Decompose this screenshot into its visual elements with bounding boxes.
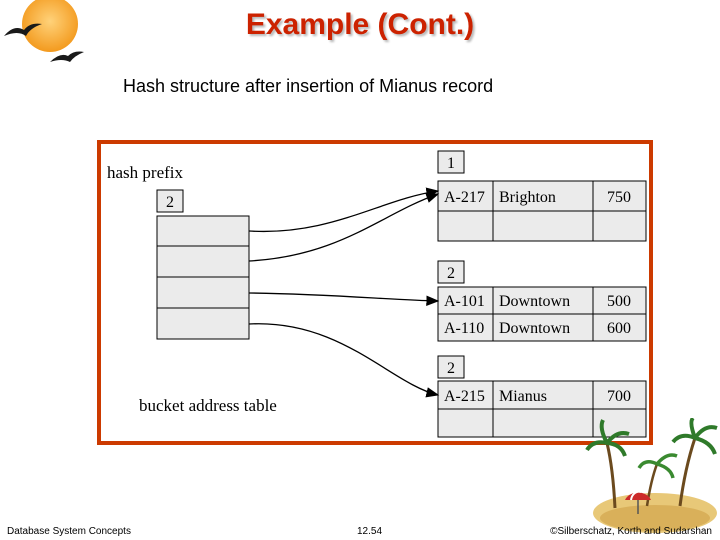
table-entry-11 [156, 307, 250, 340]
global-depth-value: 2 [166, 194, 174, 211]
footer-copyright: ©Silberschatz, Korth and Sudarshan [550, 526, 712, 537]
bucket-address-table-label: bucket address table [139, 396, 277, 415]
bucket-3-depth: 2 [447, 360, 455, 377]
sun-birds-logo-icon [4, 0, 84, 62]
bucket-3: A-215 Mianus 700 [437, 380, 647, 438]
record-account: A-101 [444, 293, 485, 310]
diagram-frame: hash prefix 2 1 A-217 Brighton 750 2 [97, 140, 653, 445]
record-balance: 500 [607, 293, 631, 310]
record-branch: Mianus [499, 388, 547, 405]
bucket-2-depth-box [437, 260, 465, 284]
footer-course-title: Database System Concepts [7, 526, 131, 537]
table-entry-10 [156, 276, 250, 309]
bucket-1-depth-box [437, 150, 465, 174]
pointer-arrow-11 [248, 323, 440, 398]
pointer-arrow-10 [248, 292, 440, 306]
bucket-3-depth-box [437, 355, 465, 379]
bucket-1: A-217 Brighton 750 [437, 180, 647, 242]
global-depth-box [156, 189, 184, 213]
bucket-2: A-101 Downtown 500 A-110 Downtown 600 [437, 286, 647, 342]
hash-prefix-label: hash prefix [107, 163, 184, 182]
record-branch: Downtown [499, 293, 570, 310]
record-account: A-215 [444, 388, 485, 405]
record-branch: Brighton [499, 189, 556, 206]
record-balance: 700 [607, 388, 631, 405]
record-branch: Downtown [499, 320, 570, 337]
pointer-arrow-01 [248, 192, 440, 262]
slide-subtitle: Hash structure after insertion of Mianus… [123, 76, 494, 96]
bucket-address-table [156, 215, 250, 340]
bucket-2-depth: 2 [447, 265, 455, 282]
bucket-1-depth: 1 [447, 155, 455, 172]
slide-title: Example (Cont.) [245, 8, 475, 41]
record-balance: 600 [607, 320, 631, 337]
record-balance: 750 [607, 189, 631, 206]
table-entry-01 [156, 245, 250, 278]
palm-beach-decoration-icon [585, 418, 718, 533]
pointer-arrow-00 [248, 187, 440, 233]
record-account: A-217 [444, 189, 485, 206]
footer-page-number: 12.54 [357, 526, 383, 537]
record-account: A-110 [444, 320, 484, 337]
hash-structure-diagram: hash prefix 2 1 A-217 Brighton 750 2 [107, 150, 647, 438]
table-entry-00 [156, 215, 250, 247]
